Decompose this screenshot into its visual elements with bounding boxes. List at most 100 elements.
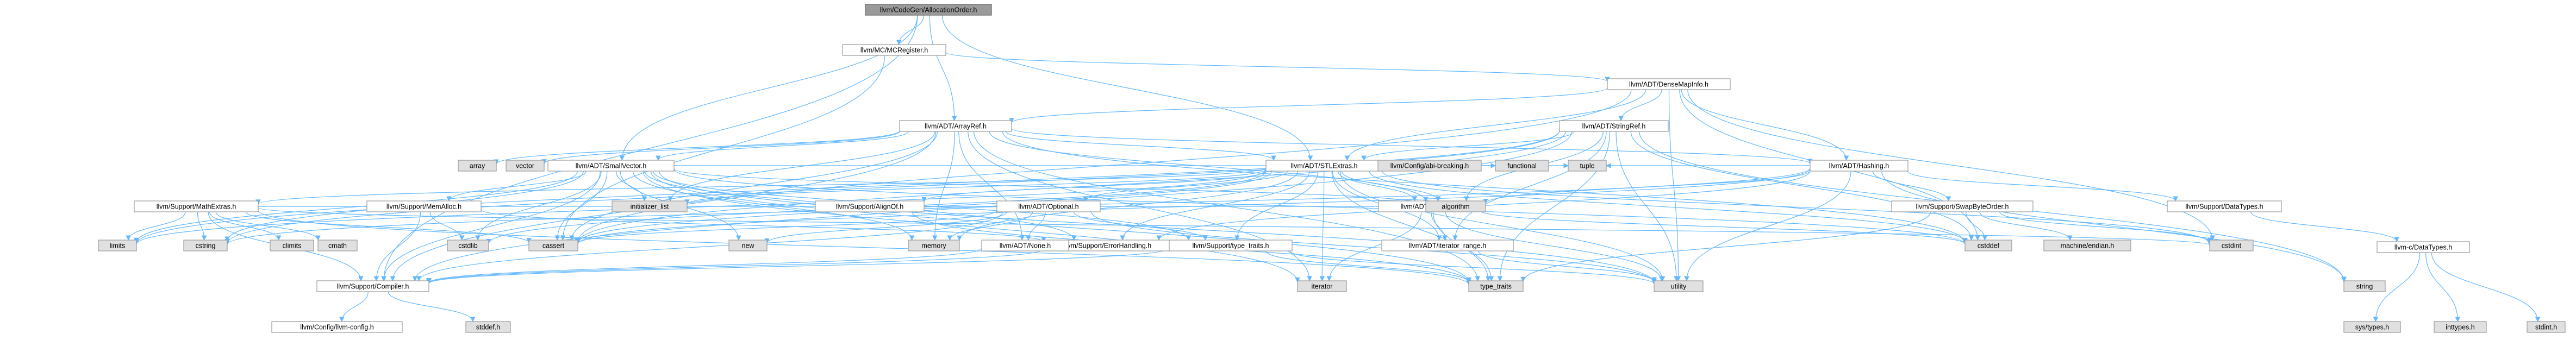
node-box: [815, 200, 925, 212]
node-box: [1425, 200, 1486, 212]
node-box: [447, 240, 489, 251]
node-box: [270, 240, 314, 251]
edge-swapbyteorder-to-typetraitsstd: [1520, 211, 1931, 282]
edge-stringref-to-cstring: [224, 130, 1560, 244]
edge-stringref-to-iterrange: [1452, 131, 1607, 241]
node-memalloc[interactable]: llvm/Support/MemAlloc.h: [366, 200, 482, 212]
edge-iterator-to-iterrange: [1431, 211, 1448, 241]
node-label: cstdlib: [458, 242, 477, 250]
edge-stlextras-to-optional: [1082, 171, 1288, 202]
edge-mathextras-to-cstdint: [258, 207, 2212, 246]
node-box: [2343, 280, 2386, 292]
edge-stringref-to-typetraitsstd: [1497, 131, 1611, 281]
node-box: [2377, 241, 2470, 253]
edge-smallvector-to-initlist: [615, 171, 647, 202]
node-optional[interactable]: llvm/ADT/Optional.h: [996, 200, 1101, 212]
node-box: [458, 160, 497, 172]
edge-iterator-to-utility: [1445, 211, 1664, 281]
node-iterrange[interactable]: llvm/ADT/iterator_range.h: [1381, 240, 1514, 251]
node-typetraits[interactable]: llvm/Support/type_traits.h: [1169, 240, 1293, 251]
node-box: [1381, 240, 1514, 251]
node-cmath: cmath: [317, 240, 358, 251]
edge-smallvector-to-cassert: [554, 171, 608, 241]
node-label: llvm/ADT/None.h: [1000, 242, 1051, 250]
edge-stringref-to-stlextras: [1361, 131, 1575, 161]
node-initlist: initializer_list: [612, 200, 688, 212]
node-layer: llvm/CodeGen/AllocationOrder.h llvm/MC/MC…: [98, 4, 2566, 333]
edge-densemapinfo-to-arrayref: [1009, 87, 1608, 123]
node-stringref[interactable]: llvm/ADT/StringRef.h: [1559, 120, 1669, 132]
node-swapbyteorder[interactable]: llvm/Support/SwapByteOrder.h: [1891, 200, 2034, 212]
node-box: [728, 240, 768, 251]
node-label: cassert: [542, 242, 565, 250]
node-label: llvm/Config/abi-breaking.h: [1390, 162, 1469, 170]
node-box: [547, 160, 675, 172]
edge-densemapinfo-to-cstdint: [1687, 89, 2215, 241]
edge-stlextras-to-algorithm: [1341, 171, 1441, 202]
node-none[interactable]: llvm/ADT/None.h: [981, 240, 1069, 251]
node-label: llvm/ADT/Hashing.h: [1829, 162, 1889, 170]
node-mathextras[interactable]: llvm/Support/MathExtras.h: [134, 200, 259, 212]
node-alignof[interactable]: llvm/Support/AlignOf.h: [815, 200, 925, 212]
node-box: [908, 240, 960, 251]
edge-memalloc-to-cstdlib: [429, 211, 465, 241]
node-tuple: tuple: [1568, 160, 1607, 172]
node-label: llvm/ADT/Optional.h: [1018, 203, 1078, 211]
node-densemapinfo[interactable]: llvm/ADT/DenseMapInfo.h: [1607, 78, 1731, 90]
node-box: [2043, 240, 2131, 251]
node-mcreg[interactable]: llvm/MC/MCRegister.h: [842, 44, 946, 56]
node-label: machine/endian.h: [2061, 242, 2115, 250]
node-box: [183, 240, 228, 251]
node-errorhandling[interactable]: llvm/Support/ErrorHandling.h: [1043, 240, 1172, 251]
edge-datatypes-to-ctypes: [2250, 211, 2399, 242]
node-box: [1810, 160, 1908, 172]
edge-typetraits-to-typetraitsstd: [1265, 250, 1471, 283]
node-datatypes[interactable]: llvm/Support/DataTypes.h: [2167, 200, 2282, 212]
edge-memalloc-to-errorhandling: [481, 209, 1046, 243]
node-label: limits: [110, 242, 125, 250]
node-stlextras[interactable]: llvm/ADT/STLExtras.h: [1265, 160, 1383, 172]
node-cstddef: cstddef: [1964, 240, 2012, 251]
node-abibreaking: llvm/Config/abi-breaking.h: [1377, 160, 1482, 172]
node-label: algorithm: [1442, 203, 1469, 211]
edge-stlextras-to-iteratorstd: [1319, 171, 1325, 281]
node-box: [98, 240, 137, 251]
node-box: [465, 321, 511, 333]
edge-arrayref-to-memory: [932, 131, 955, 241]
node-label: llvm/CodeGen/AllocationOrder.h: [880, 7, 977, 14]
node-label: llvm/Config/llvm-config.h: [300, 324, 374, 331]
node-smallvector[interactable]: llvm/ADT/SmallVector.h: [547, 160, 675, 172]
edge-stlextras-to-cstdint: [1382, 171, 2212, 244]
node-box: [1654, 280, 1704, 292]
edge-none-to-compiler: [426, 248, 982, 284]
edge-hashing-to-swapbyteorder: [1872, 171, 1951, 202]
node-compiler[interactable]: llvm/Support/Compiler.h: [316, 280, 429, 292]
node-box: [865, 4, 992, 16]
edge-stlextras-to-mathextras: [255, 167, 1267, 205]
edge-memalloc-to-compiler: [373, 211, 421, 281]
node-box: [612, 200, 688, 212]
edge-stringref-to-limits: [134, 130, 1560, 245]
node-string: string: [2343, 280, 2386, 292]
edge-mathextras-to-cmath: [215, 211, 321, 241]
edge-densemapinfo-to-stringref: [1618, 89, 1662, 121]
node-box: [1495, 160, 1549, 172]
edge-optional-to-none: [1026, 211, 1046, 241]
node-hashing[interactable]: llvm/ADT/Hashing.h: [1810, 160, 1908, 172]
node-label: tuple: [1580, 162, 1594, 170]
edge-swapbyteorder-to-cstdint: [1999, 211, 2212, 243]
edge-smallvector-to-limits: [134, 171, 578, 243]
node-label: llvm/ADT/iterator_range.h: [1409, 242, 1486, 250]
node-label: llvm/Support/AlignOf.h: [836, 203, 903, 211]
node-inttypes: inttypes.h: [2434, 321, 2487, 333]
node-arrayref[interactable]: llvm/ADT/ArrayRef.h: [899, 120, 1012, 132]
node-box: [1377, 160, 1482, 172]
node-llvmconfig[interactable]: llvm/Config/llvm-config.h: [271, 321, 403, 333]
edge-smallvector-to-typetraitsstd: [650, 171, 1471, 284]
edge-mathextras-to-cassert: [245, 211, 532, 244]
node-ctypes[interactable]: llvm-c/DataTypes.h: [2377, 241, 2470, 253]
node-label: llvm/Support/DataTypes.h: [2185, 203, 2263, 211]
node-box: [366, 200, 482, 212]
node-root[interactable]: llvm/CodeGen/AllocationOrder.h: [865, 4, 992, 16]
edge-smallvector-to-cstdlib: [475, 171, 602, 241]
